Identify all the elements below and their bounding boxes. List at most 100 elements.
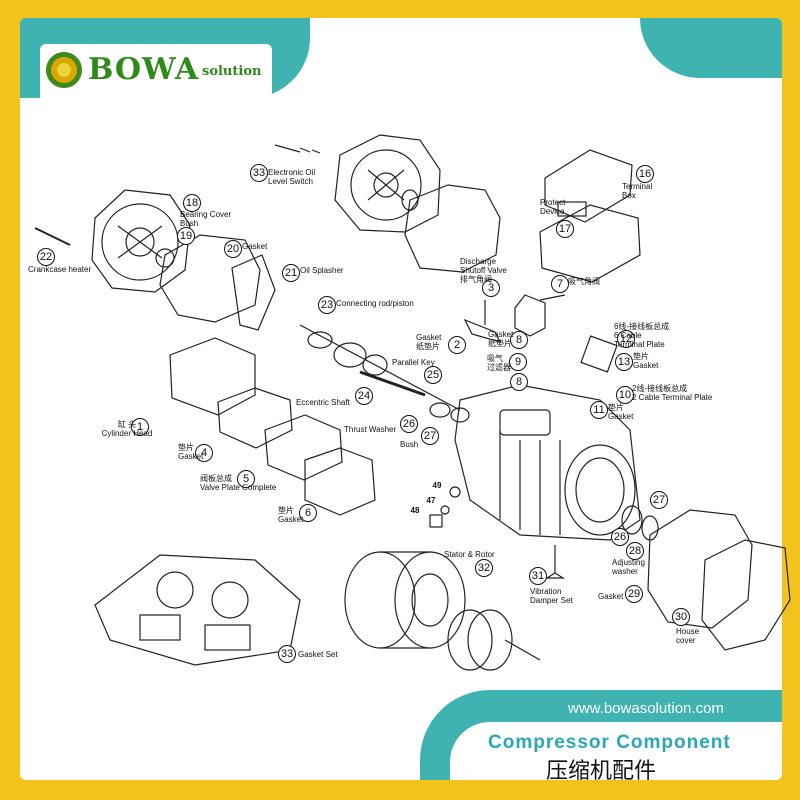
part-number: 1 — [131, 418, 149, 436]
logo-emblem-icon — [46, 52, 82, 88]
part-number: 23 — [318, 296, 336, 314]
part-label: 6线-接线板总成 6 Cable Terminal Plate — [614, 322, 670, 349]
part-label: 垫片 Gasket — [633, 352, 659, 370]
part-label: Gasket Set — [298, 650, 338, 659]
part-label: Crankcase heater — [28, 265, 92, 274]
part-label: Connecting rod/piston — [336, 299, 414, 308]
suction-valve-drawing — [514, 294, 566, 337]
part-number: 48 — [410, 506, 420, 515]
part-number: 27 — [421, 427, 439, 445]
part-label: Oil Splasher — [300, 266, 344, 275]
part-number: 2 — [448, 336, 466, 354]
part-number: 12 — [617, 330, 635, 348]
gasket-set-drawing — [94, 554, 301, 666]
part-number: 27 — [650, 491, 668, 509]
valve-plate-drawing — [264, 414, 343, 481]
part-number: 5 — [237, 470, 255, 488]
discharge-valve-drawing — [463, 300, 502, 343]
top-cover-drawing — [334, 134, 441, 233]
part-label: 吸气 过滤器 — [487, 354, 511, 372]
part-label: Parallel Key — [392, 358, 435, 367]
part-label: Gasket — [242, 242, 268, 251]
plug-49-drawing — [449, 486, 461, 498]
part-number: 17 — [556, 220, 574, 238]
part-label: 垫片 Gasket — [278, 506, 304, 524]
page-title: Compressor Component — [488, 732, 731, 753]
page-title-chinese: 压缩机配件 — [546, 759, 657, 784]
part-label: Discharge Shutoff Valve 排气角阀 — [460, 257, 507, 284]
part-label: Electronic Oil Level Switch — [268, 168, 316, 186]
part-label: Gasket — [598, 592, 624, 601]
part-number: 33 — [250, 164, 268, 182]
part-number: 7 — [551, 275, 569, 293]
title-area — [450, 722, 782, 780]
logo-suffix: solution — [202, 64, 262, 79]
part-label: 阀板总成 Valve Plate Complete — [200, 474, 277, 492]
terminal-plate-drawing — [580, 335, 618, 373]
website-url: www.bowasolution.com — [568, 700, 724, 717]
part-number: 26 — [611, 528, 629, 546]
part-label: Gasket 纸垫片 — [416, 333, 442, 351]
part-label: Adjusting washer — [612, 558, 645, 576]
part-label: 缸 头 Cylinder Head — [101, 420, 153, 438]
part-number: 25 — [424, 366, 442, 384]
part-number: 19 — [177, 227, 195, 245]
part-number: 20 — [224, 240, 242, 258]
part-number: 11 — [590, 401, 608, 419]
stator-rotor-drawing — [344, 551, 541, 671]
part-number: 33 — [278, 645, 296, 663]
part-number: 8 — [510, 373, 528, 391]
part-number: 10 — [616, 386, 634, 404]
part-number: 21 — [282, 264, 300, 282]
part-label: Thrust Washer — [344, 425, 397, 434]
terminal-box-drawing — [539, 149, 641, 283]
part-label: Bearing Cover Bush — [180, 210, 232, 228]
part-number: 4 — [195, 444, 213, 462]
part-label: Vibration Damper Set — [530, 587, 573, 605]
part-number: 32 — [475, 559, 493, 577]
oil-level-switch-drawing — [274, 144, 321, 154]
part-number: 3 — [482, 279, 500, 297]
part-number: 6 — [299, 504, 317, 522]
part-label: 吸气角阀 — [568, 277, 600, 286]
plug-48-drawing — [429, 514, 443, 528]
part-number: 30 — [672, 608, 690, 626]
part-number: 18 — [183, 194, 201, 212]
cylinder-head-drawing — [169, 337, 256, 416]
bearing-cover-drawing — [91, 189, 191, 293]
part-label: Terminal Box — [622, 182, 653, 200]
washer-47-drawing — [440, 505, 450, 515]
part-label: Bush — [400, 440, 419, 449]
part-number: 28 — [626, 542, 644, 560]
top-gasket-drawing — [404, 184, 501, 273]
part-number: 16 — [636, 165, 654, 183]
crankshaft-drawing — [299, 324, 461, 411]
part-number: 9 — [509, 353, 527, 371]
part-number: 31 — [529, 567, 547, 585]
part-label: House cover — [676, 627, 700, 645]
part-number: 47 — [426, 496, 436, 505]
part-label: 2线-接线板总成 2 Cable Terminal Plate — [632, 384, 713, 402]
bush-27-drawing — [621, 505, 643, 535]
vibration-damper-drawing — [544, 545, 566, 579]
part-label: Stator & Rotor — [444, 550, 495, 559]
brand-logo: BOWA solution — [40, 44, 272, 98]
oil-splasher-drawing — [231, 254, 276, 331]
gasket-20-drawing — [159, 234, 261, 323]
part-number: 24 — [355, 387, 373, 405]
part-number: 49 — [432, 481, 442, 490]
part-label: Eccentric Shaft — [296, 398, 350, 407]
part-label: 垫片 Gasket — [608, 403, 634, 421]
gasket-29-drawing — [647, 509, 753, 629]
part-number: 26 — [400, 415, 418, 433]
part-number: 13 — [615, 353, 633, 371]
part-number: 8 — [510, 331, 528, 349]
white-panel — [20, 18, 782, 780]
gasket-4-drawing — [217, 387, 293, 449]
crankcase-heater-drawing — [34, 227, 71, 246]
part-number: 29 — [625, 585, 643, 603]
house-cover-drawing — [701, 539, 791, 651]
thrust-washer-drawing — [429, 402, 451, 418]
part-label: Protect Device — [540, 198, 566, 216]
part-label: 垫片 Gasket — [178, 443, 204, 461]
